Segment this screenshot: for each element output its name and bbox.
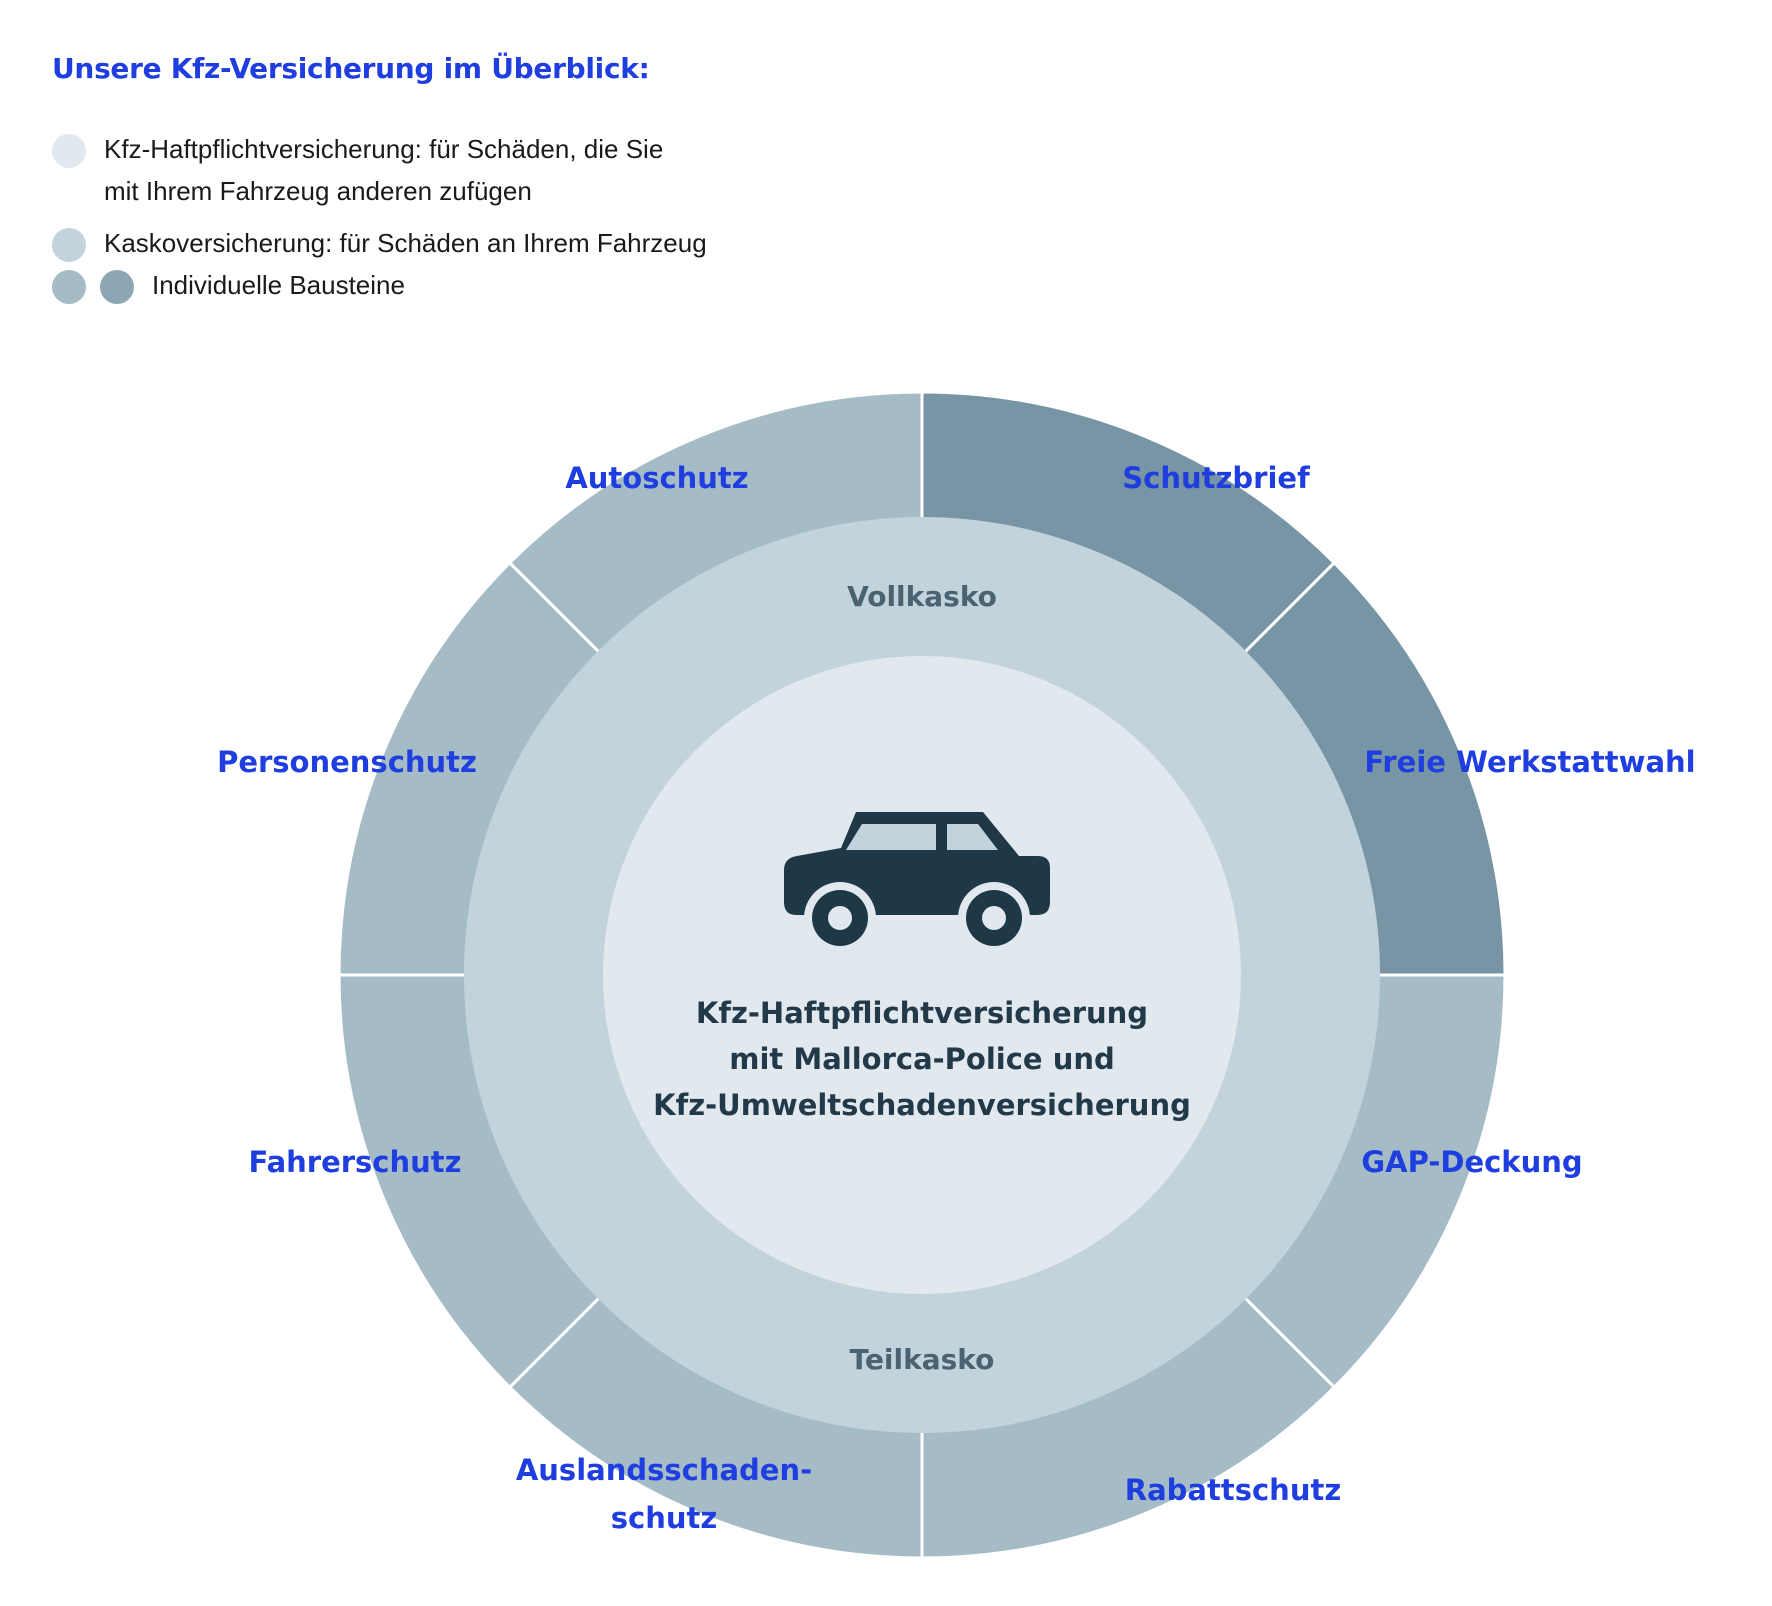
haftpflicht-core bbox=[603, 656, 1241, 1294]
legend-label-haftpflicht-line-1: Kfz-Haftpflichtversicherung: für Schäden… bbox=[104, 134, 664, 164]
segment-label-7: Personenschutz bbox=[217, 745, 477, 779]
legend-dot-baustein-light bbox=[52, 270, 86, 304]
segment-label-1-line-1: Schutzbrief bbox=[1122, 461, 1310, 495]
segment-label-5-line-1: Auslandsschaden- bbox=[516, 1453, 812, 1487]
segment-label-5-line-2: schutz bbox=[611, 1501, 717, 1535]
segment-label-3-line-1: GAP-Deckung bbox=[1361, 1145, 1582, 1179]
segment-label-1: Schutzbrief bbox=[1122, 461, 1310, 495]
legend-label-kasko: Kaskoversicherung: für Schäden an Ihrem … bbox=[104, 228, 707, 258]
ring-label-vollkasko: Vollkasko bbox=[847, 580, 997, 613]
legend-dot-kasko bbox=[52, 228, 86, 262]
segment-label-4: Rabattschutz bbox=[1125, 1473, 1341, 1507]
center-label-line-2: mit Mallorca-Police und bbox=[729, 1042, 1115, 1076]
legend-dot-baustein-dark bbox=[100, 270, 134, 304]
page-title: Unsere Kfz-Versicherung im Überblick: bbox=[52, 52, 650, 85]
segment-label-2-line-1: Freie Werkstattwahl bbox=[1364, 745, 1695, 779]
segment-label-7-line-1: Personenschutz bbox=[217, 745, 477, 779]
segment-label-6-line-1: Fahrerschutz bbox=[248, 1145, 461, 1179]
segment-label-8-line-1: Autoschutz bbox=[565, 461, 748, 495]
center-label-line-3: Kfz-Umweltschadenversicherung bbox=[653, 1088, 1191, 1122]
segment-label-4-line-1: Rabattschutz bbox=[1125, 1473, 1341, 1507]
center-label-line-1: Kfz-Haftpflichtversicherung bbox=[696, 996, 1148, 1030]
segment-label-2: Freie Werkstattwahl bbox=[1364, 745, 1695, 779]
car-icon bbox=[784, 812, 1050, 954]
segment-label-8: Autoschutz bbox=[565, 461, 748, 495]
legend-label-haftpflicht-line-2: mit Ihrem Fahrzeug anderen zufügen bbox=[104, 176, 532, 206]
segment-label-5: Auslandsschaden-schutz bbox=[516, 1453, 812, 1535]
segment-label-6: Fahrerschutz bbox=[248, 1145, 461, 1179]
segment-label-3: GAP-Deckung bbox=[1361, 1145, 1582, 1179]
ring-label-teilkasko: Teilkasko bbox=[850, 1343, 995, 1376]
legend-label-bausteine: Individuelle Bausteine bbox=[152, 270, 405, 300]
legend-dot-haftpflicht bbox=[52, 134, 86, 168]
